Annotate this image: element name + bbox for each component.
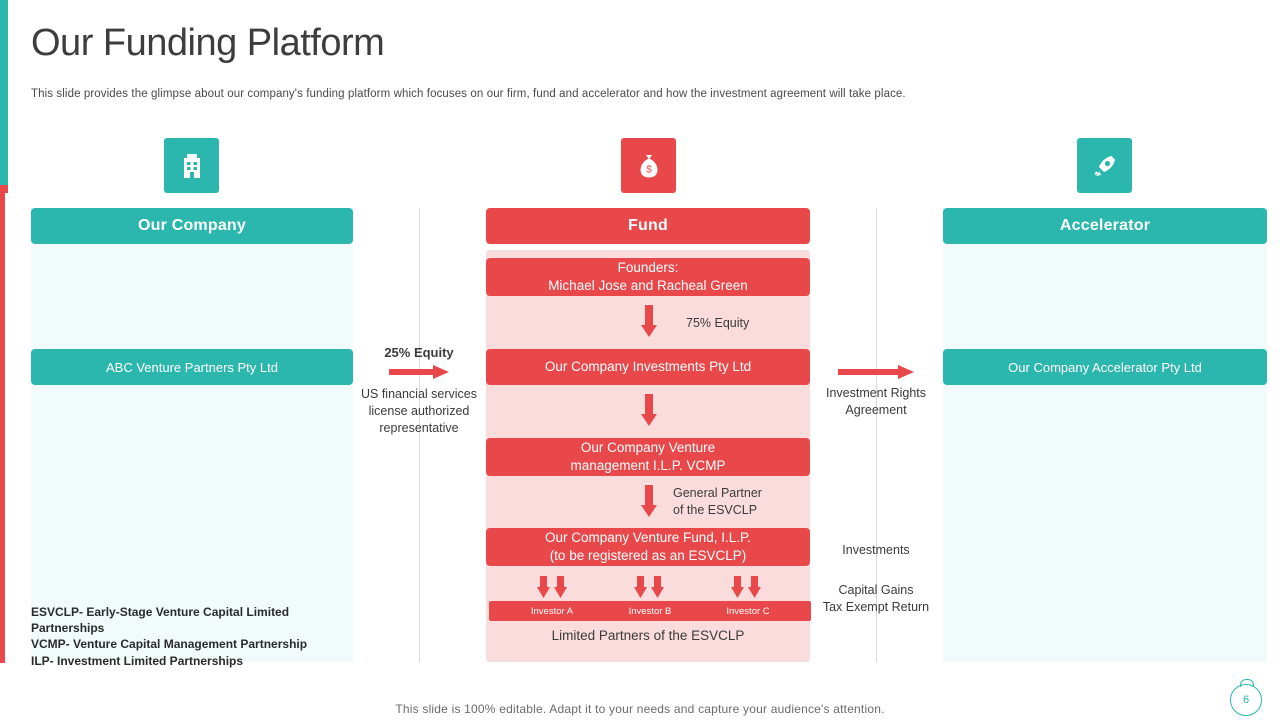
investor-c-chip[interactable]: Investor C bbox=[685, 601, 811, 621]
fund-arrow-3-icon bbox=[641, 485, 657, 522]
fund-arrow-1-icon bbox=[641, 305, 657, 342]
investor-a-chip[interactable]: Investor A bbox=[489, 601, 615, 621]
investments-label: Investments bbox=[842, 543, 910, 557]
fund-bar-esvclp[interactable]: Our Company Venture Fund, I.L.P. (to be … bbox=[486, 528, 810, 566]
equity-75-label: 75% Equity bbox=[686, 316, 750, 330]
page-number-badge: 6 bbox=[1230, 679, 1262, 716]
left-accent-red-block bbox=[0, 185, 8, 193]
license-note: US financial services license authorized… bbox=[360, 387, 477, 435]
right-arrow-icon bbox=[838, 365, 914, 384]
equity-25-label: 25% Equity bbox=[384, 345, 454, 360]
company-header: Our Company bbox=[31, 208, 353, 244]
company-pill[interactable]: ABC Venture Partners Pty Ltd bbox=[31, 349, 353, 385]
rocket-icon bbox=[1077, 138, 1132, 193]
company-column-body bbox=[31, 208, 353, 662]
investor-b-chip[interactable]: Investor B bbox=[587, 601, 713, 621]
legend-abbreviations: ESVCLP- Early-Stage Venture Capital Limi… bbox=[31, 605, 308, 668]
limited-partners-label: Limited Partners of the ESVCLP bbox=[551, 628, 745, 643]
fund-bar-founders[interactable]: Founders: Michael Jose and Racheal Green bbox=[486, 258, 810, 296]
left-arrow-icon bbox=[389, 365, 449, 384]
page-subtitle: This slide provides the glimpse about ou… bbox=[31, 88, 906, 100]
fund-bar-investments[interactable]: Our Company Investments Pty Ltd bbox=[486, 349, 810, 385]
investment-rights-label: Investment Rights Agreement bbox=[825, 386, 927, 417]
fund-header: Fund bbox=[486, 208, 810, 244]
page-title: Our Funding Platform bbox=[31, 22, 385, 64]
accelerator-column-body bbox=[943, 208, 1267, 662]
general-partner-label: General Partner of the ESVCLP bbox=[673, 486, 762, 517]
footer-note: This slide is 100% editable. Adapt it to… bbox=[395, 702, 885, 716]
investor-c-arrow-icon bbox=[731, 576, 761, 603]
svg-text:$: $ bbox=[646, 164, 652, 175]
left-accent-red-bar bbox=[0, 193, 5, 663]
money-bag-icon: $ bbox=[621, 138, 676, 193]
right-divider bbox=[876, 208, 877, 662]
accelerator-pill[interactable]: Our Company Accelerator Pty Ltd bbox=[943, 349, 1267, 385]
fund-arrow-2-icon bbox=[641, 394, 657, 431]
left-divider bbox=[419, 208, 420, 662]
accelerator-header: Accelerator bbox=[943, 208, 1267, 244]
capital-gains-label: Capital Gains Tax Exempt Return bbox=[822, 583, 930, 614]
building-icon bbox=[164, 138, 219, 193]
investor-a-arrow-icon bbox=[537, 576, 567, 603]
left-accent-teal bbox=[0, 0, 8, 185]
fund-bar-vcmp[interactable]: Our Company Venture management I.L.P. VC… bbox=[486, 438, 810, 476]
investor-b-arrow-icon bbox=[634, 576, 664, 603]
